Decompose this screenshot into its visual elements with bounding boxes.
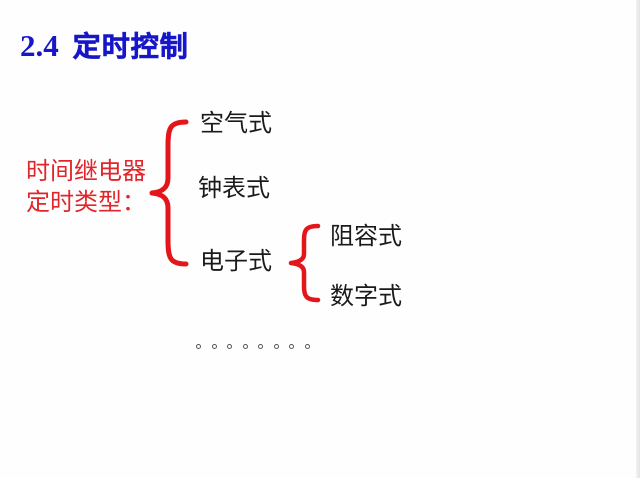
ellipsis-dot — [258, 344, 263, 349]
ellipsis-dot — [304, 344, 310, 349]
ellipsis-dot — [273, 344, 279, 349]
ellipsis — [196, 344, 310, 349]
ellipsis-dot — [242, 344, 248, 349]
small-brace-icon — [288, 223, 321, 303]
category-label: 时间继电器 定时类型： — [26, 156, 146, 218]
subtype-digital: 数字式 — [330, 282, 402, 310]
type-electronic: 电子式 — [200, 247, 272, 275]
category-line-1: 时间继电器 — [26, 157, 146, 185]
ellipsis-dot — [289, 344, 294, 349]
type-air: 空气式 — [200, 109, 272, 137]
ellipsis-dot — [227, 344, 232, 349]
ellipsis-dot — [196, 344, 201, 349]
type-clockwork: 钟表式 — [198, 174, 270, 202]
category-line-2: 定时类型： — [26, 188, 146, 216]
large-brace-icon — [149, 119, 189, 267]
section-number: 2.4 — [20, 28, 59, 63]
ellipsis-dot — [211, 344, 217, 349]
subtype-rc: 阻容式 — [330, 222, 402, 250]
section-title: 定时控制 — [72, 30, 189, 64]
slide-title: 2.4 定时控制 — [20, 25, 189, 65]
page-edge — [636, 0, 640, 478]
